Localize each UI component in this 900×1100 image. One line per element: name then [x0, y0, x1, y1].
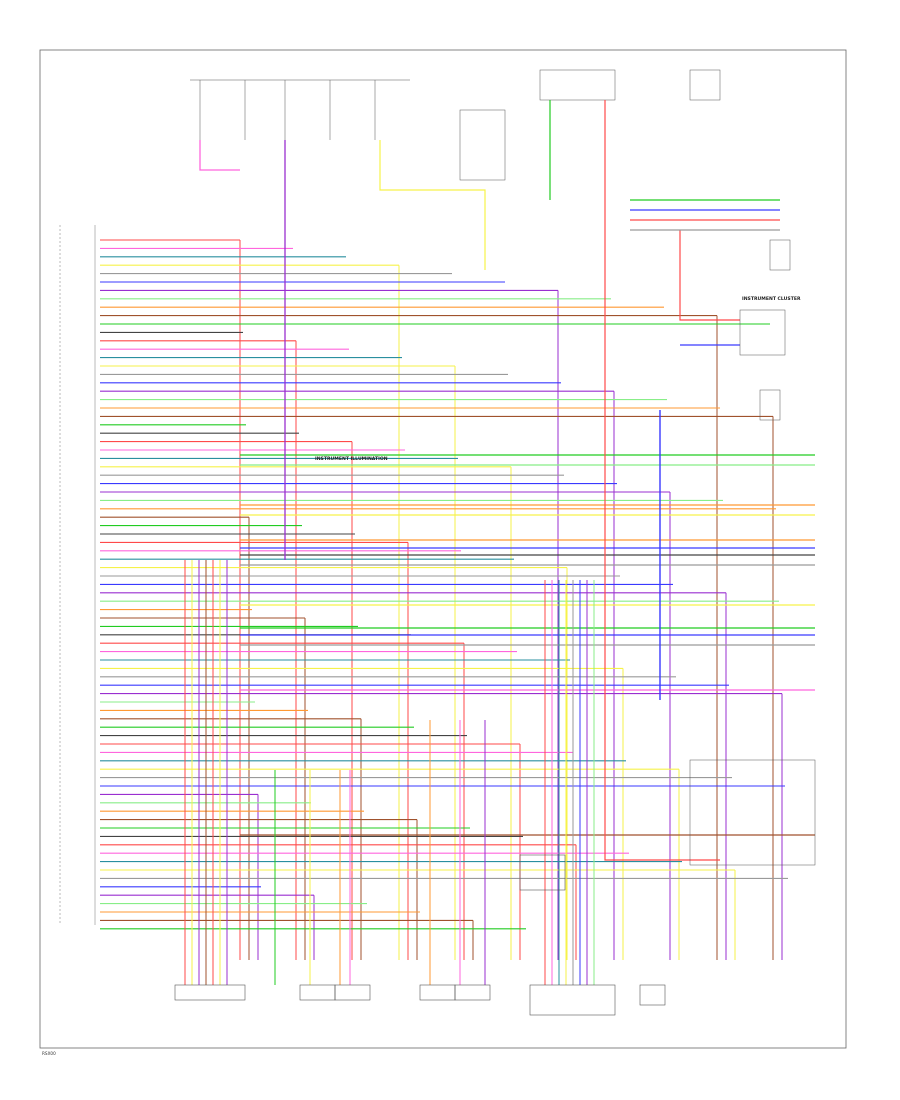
wire — [379, 140, 486, 270]
right-components — [689, 239, 816, 866]
wire — [604, 100, 720, 861]
page-code-label: RSX00 — [42, 1051, 56, 1056]
ecm-connector-column — [59, 225, 96, 925]
diagram-border — [39, 49, 847, 1049]
wire-harness — [100, 100, 815, 985]
wire — [679, 230, 740, 321]
bottom-connectors — [174, 854, 666, 1016]
fuse-relay-block — [190, 69, 721, 181]
instrument-illumination-label: INSTRUMENT ILLUMINATION — [315, 456, 388, 462]
wire — [199, 140, 240, 171]
instrument-cluster-label: INSTRUMENT CLUSTER — [742, 296, 801, 302]
